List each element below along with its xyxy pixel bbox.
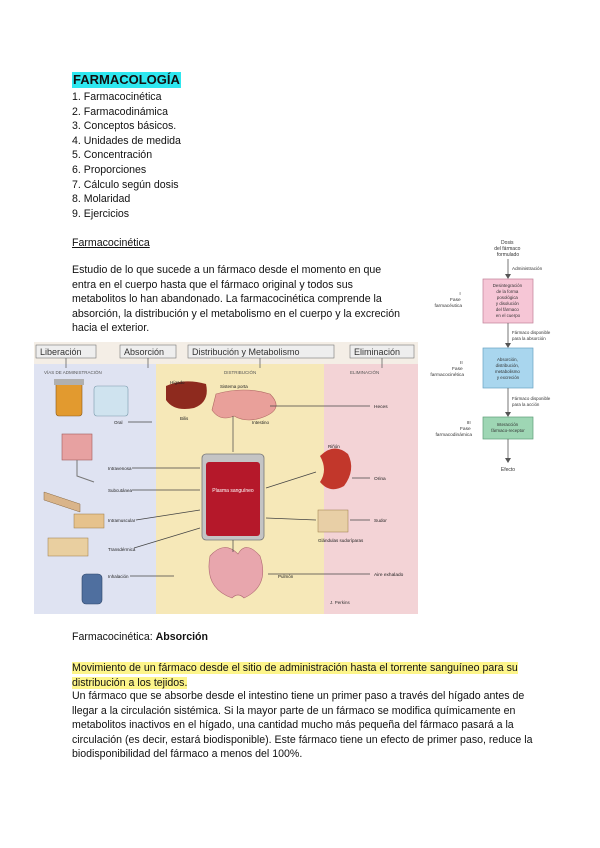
phase3-label: III Fase farmacodinámica (435, 420, 472, 438)
pharmacology-phases-flowchart: Dosis del fármaco formulado Administraci… (430, 240, 552, 473)
organ-label: Plasma sanguíneo (212, 488, 254, 494)
header-distribucion: Distribución y Metabolismo (192, 347, 300, 357)
subheader-routes: VÍAS DE ADMINISTRACIÓN (44, 369, 102, 375)
header-liberacion: Liberación (40, 347, 82, 357)
section-bold-term: Absorción (155, 631, 208, 643)
toc-item: 7. Cálculo según dosis (72, 178, 179, 191)
organ-label: Pulmón (278, 574, 294, 579)
diagram-credit: J. Perkins (330, 600, 351, 605)
phase1-box (482, 278, 534, 324)
route-label: Intramuscular (108, 518, 136, 523)
elimination-label: Aire exhalado (374, 572, 404, 578)
phase1-box-text: Desintegración de la forma posológica y … (493, 283, 524, 318)
subheader-elimination: ELIMINACIÓN (350, 369, 379, 375)
flow-arrow-head (505, 274, 511, 279)
phase3-box-text: Interacción fármaco-receptor (491, 422, 525, 433)
flow-arrow2-label: Fármaco disponible para la acción (512, 396, 552, 407)
toc-item: 5. Concentración (72, 149, 153, 162)
absorption-distribution-diagram: Liberación Absorción Distribución y Meta… (34, 342, 418, 614)
iv-drip-icon (61, 433, 93, 461)
route-label: Oral (114, 420, 123, 425)
phase2-label: II Fase farmacocinética (430, 360, 464, 378)
first-pass-paragraph: Un fármaco que se absorbe desde el intes… (72, 690, 533, 761)
section-heading-absorcion: Farmacocinética: Absorción (72, 630, 208, 645)
elimination-label: Heces (374, 404, 388, 410)
organ-label: Bilis (180, 416, 189, 421)
kidney-icon (320, 448, 352, 490)
phase2-box-text: Absorción, distribución, metabolismo y e… (495, 357, 521, 380)
route-label: Intravenosa (108, 466, 132, 471)
transdermal-patch-icon (47, 537, 89, 557)
elimination-label: Orina (374, 476, 386, 482)
toc-item: 2. Farmacodinámica (72, 105, 168, 118)
toc-item: 4. Unidades de medida (72, 134, 181, 147)
flow-arrow1-label: Fármaco disponible para la absorción (512, 330, 552, 341)
intestine-icon (211, 389, 277, 421)
toc-item: 9. Ejercicios (72, 207, 130, 220)
iv-bag-icon (93, 385, 129, 417)
route-label: Subcutánea (108, 488, 133, 493)
liver-icon (166, 381, 207, 409)
organ-label: Sistema porta (220, 384, 248, 389)
organ-label: Intestino (252, 420, 270, 425)
header-eliminacion: Eliminación (354, 347, 400, 357)
sweat-gland-icon (317, 509, 349, 533)
subheader-distribution: DISTRIBUCIÓN (224, 369, 256, 375)
route-label: Transdérmica (108, 547, 136, 552)
skin-layer-icon (43, 491, 81, 513)
elimination-column (324, 364, 418, 614)
organ-label: Glándulas sudoríparas (318, 538, 364, 543)
header-absorcion: Absorción (124, 347, 164, 357)
highlight-text: Movimiento de un fármaco desde el sitio … (72, 662, 518, 689)
flow-bottom-label: Efecto (501, 467, 515, 473)
plasma-beaker-icon (201, 453, 265, 541)
section-heading-farmacocinetica: Farmacocinética (72, 237, 150, 249)
intro-paragraph: Estudio de lo que sucede a un fármaco de… (72, 264, 400, 335)
svg-text:Dosis del fármaco form: Dosis del fármaco formulado (494, 240, 522, 258)
phase-headers: Liberación Absorción Distribución y Meta… (35, 344, 415, 359)
elimination-label: Sudor (374, 518, 387, 524)
muscle-layer-icon (73, 513, 105, 529)
toc-item: 1. Farmacocinética (72, 91, 162, 103)
toc-item: 6. Proporciones (72, 163, 147, 176)
toc-item: 3. Conceptos básicos. (72, 120, 177, 133)
toc-item: 8. Molaridad (72, 193, 131, 206)
phase2-box (482, 347, 534, 389)
lungs-icon (208, 547, 264, 599)
flow-admin-label: Administración (512, 266, 543, 271)
organ-label: Riñón (328, 444, 340, 449)
flow-top-label-line: del fármaco (494, 246, 520, 252)
flow-top-label-line: Dosis (501, 240, 514, 246)
highlighted-definition: Movimiento de un fármaco desde el sitio … (72, 661, 534, 690)
document-title: FARMACOLOGÍA (72, 72, 181, 88)
phase1-label: I Fase farmacéutica (435, 291, 463, 309)
route-label: Inhalación (108, 574, 129, 579)
flow-top-label-line: formulado (497, 252, 519, 258)
organ-label: Hígado (170, 380, 185, 385)
section-prefix: Farmacocinética: (72, 631, 156, 643)
inhaler-icon (81, 573, 103, 605)
pill-bottle-icon (55, 381, 83, 417)
table-of-contents: 1. Farmacocinética 2. Farmacodinámica 3.… (72, 90, 181, 221)
